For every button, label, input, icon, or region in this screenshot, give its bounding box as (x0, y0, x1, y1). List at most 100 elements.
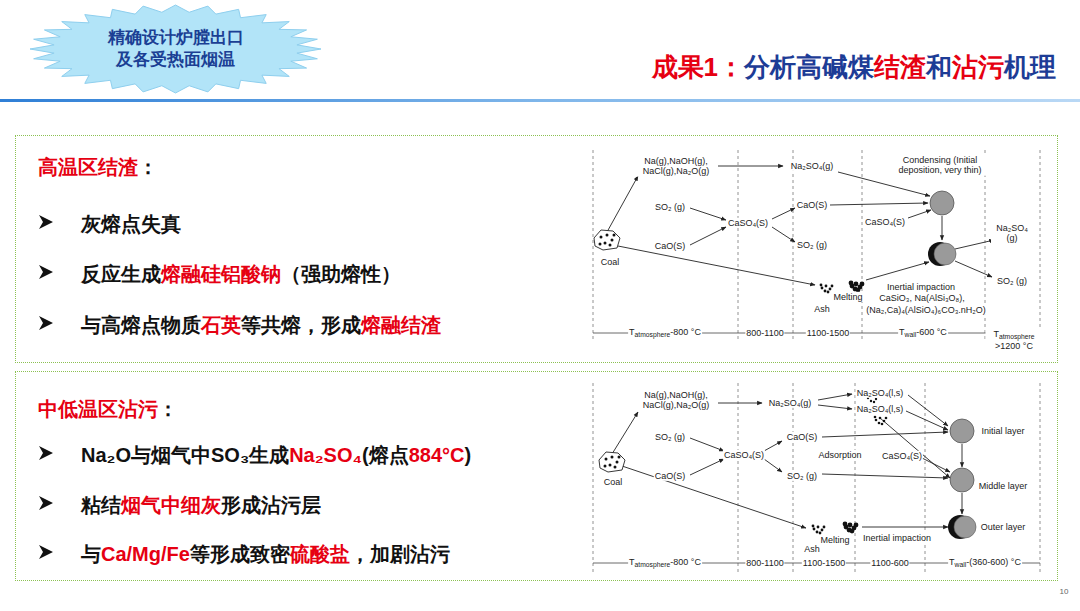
text-run: T (629, 557, 635, 567)
particle-cluster (820, 284, 834, 294)
figure-label: SO₂ (g) (796, 240, 828, 250)
text-run: 结渣 (874, 52, 926, 82)
text-run: CaO(S) (787, 432, 818, 442)
text-run: Condensing (Initial deposition, very thi… (898, 155, 981, 175)
figure-label: SO₂ (g) (786, 471, 818, 481)
zone-divider (793, 150, 794, 342)
text-run: CaSO₄(S) (728, 218, 768, 228)
figure-label: CaO(S) (796, 200, 829, 210)
text-run: 粘结 (81, 494, 121, 516)
text-run: 石英 (201, 314, 241, 336)
text-run: -800 °C (670, 557, 701, 567)
text-run: Coal (604, 477, 623, 487)
figure-label: Ash (803, 544, 821, 554)
text-run: 高温区结渣 (38, 156, 138, 178)
text-run: Outer layer (981, 522, 1026, 532)
panel-heading: 中低温区沾污： (38, 396, 178, 423)
text-run: (Na₂,Ca)₄(AlSiO₄)₆CO₃.nH₂O) (866, 305, 986, 315)
text-run: Middle layer (979, 481, 1028, 491)
text-run: Na₂SO₄(g) (791, 161, 834, 171)
panel-box: 中低温区沾污：Na₂O与烟气中SO₃生成Na₂SO₄(熔点884°C)粘结烟气中… (15, 371, 1058, 581)
text-run: T (993, 329, 999, 339)
figure-label: CaSO₄(S) (864, 217, 906, 227)
reaction-arrow (908, 210, 931, 218)
text-run: Na₂O与烟气中SO₃生成 (81, 444, 289, 466)
text-run: Coal (601, 257, 620, 267)
text-run: Initial layer (981, 426, 1024, 436)
text-run: -(360-600) °C (966, 557, 1021, 567)
text-run: 成果1： (652, 52, 744, 82)
figure-label: SO₂ (g) (996, 276, 1028, 286)
text-run: 分析高碱煤 (744, 52, 874, 82)
reaction-arrow (772, 208, 795, 219)
deposit-layer (950, 419, 974, 443)
text-run: 精确设计炉膛出口 及各受热面烟温 (108, 28, 244, 69)
text-run: 与高熔点物质 (81, 314, 201, 336)
text-run: wall (955, 561, 967, 568)
figure-label: 800-1100 (745, 558, 784, 568)
text-run: 灰熔点失真 (81, 213, 181, 235)
figure-label: 800-1100 (745, 328, 784, 338)
coal-icon (594, 230, 620, 250)
text-run: SO₂ (g) (655, 432, 685, 442)
reaction-arrow (866, 262, 929, 280)
text-run: 800-1100 (746, 558, 783, 568)
reaction-arrow (962, 493, 963, 514)
figure-label: CaSO₄(S) (723, 450, 765, 460)
figure-label: CaO(S) (654, 241, 687, 251)
reaction-arrow (718, 166, 783, 167)
text-run: Melting (820, 535, 849, 545)
text-run: 反应生成 (81, 263, 161, 285)
header-rule (0, 99, 1080, 102)
reaction-arrow (955, 261, 992, 277)
figure-label: Inertial impaction (862, 533, 932, 543)
figure-label: Tatmosphere >1200 °C (986, 329, 1043, 351)
reaction-arrow (690, 208, 726, 220)
text-run: CaO(S) (655, 471, 686, 481)
bullet-marker (39, 446, 53, 460)
figure-label: Tatmosphere-800 °C (628, 327, 702, 339)
coal-icon (599, 452, 625, 472)
zone-dividers (593, 383, 1040, 572)
reaction-arrow (607, 176, 638, 232)
figure-label: (Na₂,Ca)₄(AlSiO₄)₆CO₃.nH₂O) (865, 305, 987, 315)
figure-label: Condensing (Initial deposition, very thi… (892, 155, 989, 176)
figure-label: Tatmosphere-800 °C (628, 557, 702, 569)
text-run: ： (138, 156, 158, 178)
reaction-arrow (612, 412, 638, 454)
reaction-arrow (718, 403, 762, 404)
badge-starburst: 精确设计炉膛出口 及各受热面烟温 (28, 3, 323, 95)
reaction-arrow (838, 172, 930, 196)
text-run: -600 °C (916, 327, 947, 337)
figure-label: Outer layer (980, 522, 1027, 532)
text-run: ，加剧沾污 (350, 543, 450, 565)
deposit-layer (930, 191, 954, 215)
text-run: T (949, 557, 955, 567)
bullet-marker (39, 545, 53, 559)
figure-label: SO₂ (g) (654, 202, 686, 212)
text-run: 硫酸盐 (290, 543, 350, 565)
text-run: T (629, 327, 635, 337)
figure-label: CaSO₄(S) (727, 218, 769, 228)
zone-divider (1040, 150, 1041, 342)
figure-label: Na₂SO₄(g) (768, 398, 813, 408)
figure-label: Na₂SO₄(l,s) (856, 404, 905, 414)
slide-title: 成果1：分析高碱煤结渣和沾污机理 (652, 50, 1056, 85)
figure-label: Melting (819, 535, 850, 545)
figure-label: Coal (600, 257, 621, 267)
text-run: atmosphere (999, 333, 1035, 340)
figure-label: Twall-600 °C (898, 327, 948, 339)
zone-divider (1040, 383, 1041, 572)
figure-label: Coal (603, 477, 624, 487)
bullet-text: 粘结烟气中细灰形成沾污层 (81, 492, 321, 519)
figure-label: Na₂SO₄ (g) (991, 223, 1033, 244)
text-run: atmosphere (635, 331, 671, 338)
reaction-arrow (962, 444, 963, 467)
text-run: Na₂SO₄(l,s) (857, 404, 904, 414)
text-run: 1100-1500 (803, 558, 845, 568)
text-run: Inertial impaction (863, 533, 931, 543)
panel-heading: 高温区结渣： (38, 154, 158, 181)
reaction-arrow (772, 227, 795, 242)
reaction-arrow (618, 246, 815, 285)
